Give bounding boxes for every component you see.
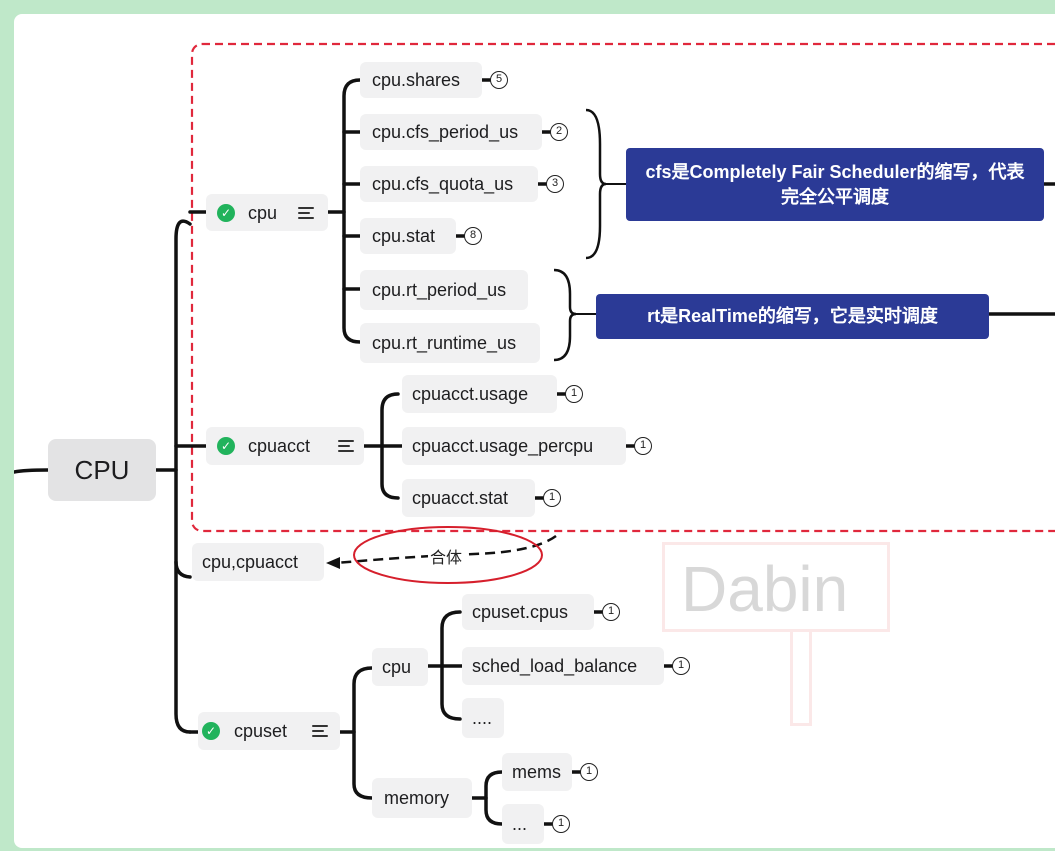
count-badge[interactable]: 1 [552, 815, 570, 833]
callout-text: cfs是Completely Fair Scheduler的缩写，代表完全公平调… [645, 161, 1025, 207]
notes-icon[interactable] [338, 440, 354, 452]
tree-branches [14, 78, 1055, 826]
callout-rt[interactable]: rt是RealTime的缩写，它是实时调度 [596, 294, 989, 339]
count-badge[interactable]: 5 [490, 71, 508, 89]
node-sched-load-balance[interactable]: sched_load_balance [462, 647, 664, 685]
node-label: .... [472, 708, 493, 728]
node-label: cpuset.cpus [472, 602, 569, 622]
node-label: cpu [248, 202, 278, 223]
watermark-text: Dabin [681, 553, 849, 625]
node-cpu-stat[interactable]: cpu.stat [360, 218, 456, 254]
watermark-post [790, 632, 812, 726]
connector-lines [14, 42, 1055, 826]
brace-cfs [585, 108, 607, 260]
count-badge[interactable]: 1 [672, 657, 690, 675]
node-cpu-cfs-quota[interactable]: cpu.cfs_quota_us [360, 166, 538, 202]
node-label: ... [512, 814, 528, 834]
count-badge[interactable]: 2 [550, 123, 568, 141]
node-label: cpu.rt_period_us [372, 280, 507, 300]
node-cpuacct-usage-percpu[interactable]: cpuacct.usage_percpu [402, 427, 626, 465]
notes-icon[interactable] [312, 725, 328, 737]
node-memory[interactable]: memory [372, 778, 472, 818]
count-badge[interactable]: 1 [565, 385, 583, 403]
count-badge[interactable]: 1 [543, 489, 561, 507]
node-cpuset-cpu[interactable]: cpu [372, 648, 428, 686]
node-cpu-rt-period[interactable]: cpu.rt_period_us [360, 270, 528, 310]
check-icon: ✓ [217, 203, 235, 222]
node-label: cpu.cfs_period_us [372, 122, 519, 142]
check-icon: ✓ [202, 722, 220, 740]
node-label: cpu [382, 657, 412, 677]
brace-rt [553, 268, 577, 362]
notes-icon[interactable] [298, 206, 314, 219]
badge-stubs [454, 78, 674, 826]
node-cpu-rt-runtime[interactable]: cpu.rt_runtime_us [360, 323, 540, 363]
node-cpu-shares[interactable]: cpu.shares [360, 62, 482, 98]
node-cpuacct-stat[interactable]: cpuacct.stat [402, 479, 535, 517]
node-label: cpuacct.stat [412, 488, 509, 508]
highlight-ellipse [353, 526, 543, 584]
root-label: CPU [74, 454, 130, 485]
count-badge[interactable]: 1 [580, 763, 598, 781]
node-memory-more[interactable]: ... [502, 804, 544, 844]
node-label: cpuacct [248, 436, 311, 456]
merge-arrowhead [326, 557, 340, 569]
node-cpuacct-usage[interactable]: cpuacct.usage [402, 375, 557, 413]
count-badge[interactable]: 1 [602, 603, 620, 621]
merge-label: 合体 [428, 544, 465, 568]
callout-text: rt是RealTime的缩写，它是实时调度 [647, 306, 938, 326]
count-badge[interactable]: 8 [464, 227, 482, 245]
count-badge[interactable]: 3 [546, 175, 564, 193]
node-label: cpuacct.usage [412, 384, 529, 404]
node-label: cpu.shares [372, 70, 461, 90]
node-label: cpu.rt_runtime_us [372, 333, 517, 353]
mindmap-canvas: Dabin CPU ✓ cpu cpu.shares 5 cpu.cfs_per… [14, 14, 1055, 848]
node-label: cpuset [234, 721, 288, 741]
node-cpu-cfs-period[interactable]: cpu.cfs_period_us [360, 114, 542, 150]
node-cpu-cpuacct[interactable]: cpu,cpuacct [192, 543, 324, 581]
check-icon: ✓ [217, 437, 235, 455]
node-label: mems [512, 762, 561, 782]
count-badge[interactable]: 1 [634, 437, 652, 455]
node-label: cpu.stat [372, 226, 436, 246]
node-label: memory [384, 788, 450, 808]
node-label: sched_load_balance [472, 656, 638, 676]
node-cpuacct[interactable]: ✓ cpuacct [206, 427, 364, 465]
root-node-cpu[interactable]: CPU [48, 439, 156, 501]
node-cpuset-cpu-more[interactable]: .... [462, 698, 504, 738]
callout-cfs[interactable]: cfs是Completely Fair Scheduler的缩写，代表完全公平调… [626, 148, 1044, 221]
node-cpuset[interactable]: ✓ cpuset [198, 712, 340, 750]
node-label: cpu,cpuacct [202, 552, 299, 572]
node-cpuset-cpus[interactable]: cpuset.cpus [462, 594, 594, 630]
node-label: cpu.cfs_quota_us [372, 174, 514, 194]
watermark: Dabin [662, 542, 890, 632]
node-mems[interactable]: mems [502, 753, 572, 791]
node-cpu[interactable]: ✓ cpu [206, 194, 328, 231]
node-label: cpuacct.usage_percpu [412, 436, 594, 456]
